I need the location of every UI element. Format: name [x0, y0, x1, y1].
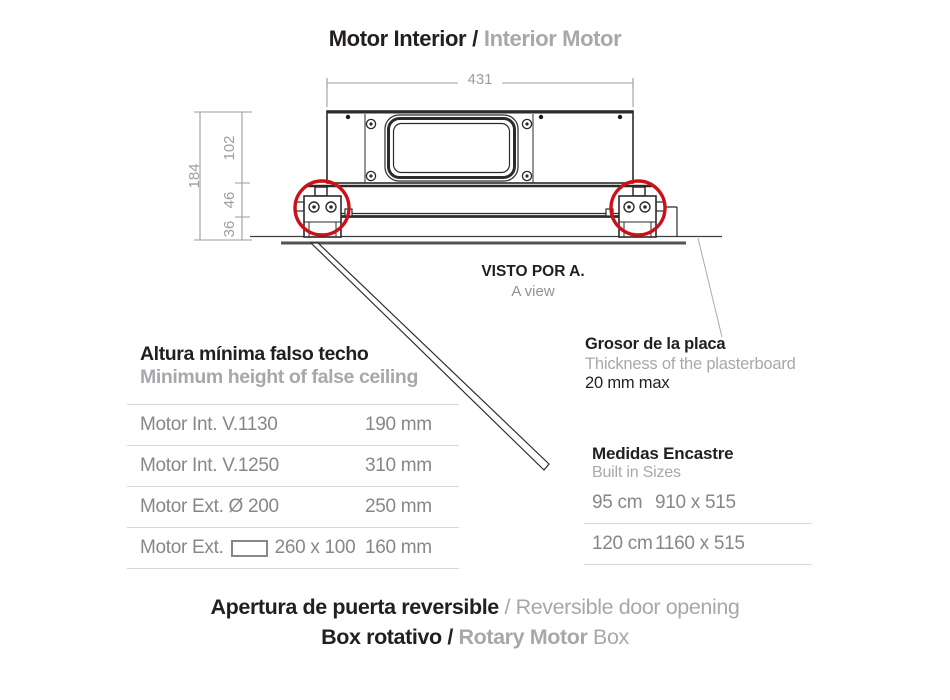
- highlight-circle-right: [609, 179, 667, 237]
- dim-box-height-label: 102: [221, 135, 238, 160]
- row-value: 160 mm: [365, 537, 432, 558]
- footer-line2-en: Box: [593, 625, 629, 649]
- row-label: Motor Ext. 260 x 100: [140, 537, 365, 559]
- vent-opening: [384, 114, 519, 182]
- footer-line1: Apertura de puerta reversible / Reversib…: [0, 592, 950, 622]
- built-in-sizes-title-es: Medidas Encastre: [592, 444, 734, 463]
- false-ceiling-header: Altura mínima falso techo Minimum height…: [140, 343, 418, 389]
- footer-captions: Apertura de puerta reversible / Reversib…: [0, 592, 950, 652]
- footer-line1-en: Reversible door opening: [515, 595, 740, 619]
- plasterboard-title-en: Thickness of the plasterboard: [585, 354, 796, 373]
- false-ceiling-title-en: Minimum height of false ceiling: [140, 366, 418, 388]
- built-in-sizes-header: Medidas Encastre Built in Sizes: [584, 444, 812, 483]
- table-row: Motor Int. V.1250 310 mm: [127, 446, 459, 487]
- row-label-suffix: 260 x 100: [274, 537, 356, 558]
- table-row: Motor Ext. Ø 200 250 mm: [127, 487, 459, 528]
- footer-line2-es: Box rotativo /: [321, 625, 453, 649]
- footer-line1-es: Apertura de puerta reversible: [210, 595, 500, 619]
- plasterboard-note: Grosor de la placa Thickness of the plas…: [585, 335, 796, 394]
- dim-bracket-height-label: 46: [221, 192, 238, 209]
- row-value: 250 mm: [365, 496, 432, 517]
- table-row: 120 cm 1160 x 515: [584, 524, 812, 565]
- page-title-en: Interior Motor: [483, 26, 622, 51]
- page-title-separator: /: [472, 26, 478, 51]
- false-ceiling-title-es: Altura mínima falso techo: [140, 343, 369, 365]
- technical-drawing: 431 184 102 46 36: [186, 71, 723, 471]
- mounting-rails: [307, 184, 652, 218]
- rectangle-duct-icon: [230, 539, 268, 557]
- row-value: 310 mm: [365, 455, 432, 476]
- dim-total-height-label: 184: [186, 163, 203, 188]
- row-label: Motor Ext. Ø 200: [140, 496, 279, 517]
- table-row: Motor Int. V.1130 190 mm: [127, 405, 459, 446]
- table-row: Motor Ext. 260 x 100 160 mm: [127, 528, 459, 569]
- view-label-es: VISTO POR A.: [481, 263, 584, 280]
- built-in-sizes-title-en: Built in Sizes: [592, 464, 681, 481]
- row-label-prefix: Motor Ext.: [140, 537, 224, 558]
- row-size: 120 cm: [592, 533, 653, 554]
- page-title: Motor Interior/Interior Motor: [0, 26, 950, 52]
- row-size: 95 cm: [592, 492, 643, 513]
- dimension-annotations: 431 184 102 46 36: [186, 71, 634, 241]
- highlight-circle-left: [293, 179, 351, 237]
- plasterboard-title-es: Grosor de la placa: [585, 335, 726, 353]
- footer-line2: Box rotativo / Rotary Motor Box: [0, 622, 950, 652]
- table-row: 95 cm 910 x 515: [584, 483, 812, 524]
- panel-screws: [365, 118, 533, 182]
- footer-line1-separator: /: [504, 595, 511, 619]
- row-dimensions: 910 x 515: [655, 492, 736, 513]
- row-label: Motor Int. V.1250: [140, 455, 279, 476]
- leader-line: [697, 237, 723, 338]
- built-in-sizes-table: Medidas Encastre Built in Sizes 95 cm 91…: [584, 444, 812, 565]
- row-label: Motor Int. V.1130: [140, 414, 278, 435]
- motor-box: [326, 110, 634, 184]
- false-ceiling-table: Motor Int. V.1130 190 mm Motor Int. V.12…: [127, 404, 459, 569]
- rivet-dots: [345, 114, 623, 120]
- plasterboard-value: 20 mm max: [585, 374, 670, 392]
- page-title-es: Motor Interior: [328, 26, 467, 51]
- row-value: 190 mm: [365, 414, 432, 435]
- open-door-panel: [309, 242, 550, 471]
- left-mounting-bracket: [295, 186, 342, 238]
- dim-plate-gap-label: 36: [221, 221, 238, 238]
- dim-width-label: 431: [467, 71, 492, 88]
- row-dimensions: 1160 x 515: [655, 533, 745, 554]
- right-mounting-bracket: [618, 186, 678, 238]
- footer-line2-en-bold: Rotary Motor: [458, 625, 588, 649]
- view-label-en: A view: [511, 283, 555, 300]
